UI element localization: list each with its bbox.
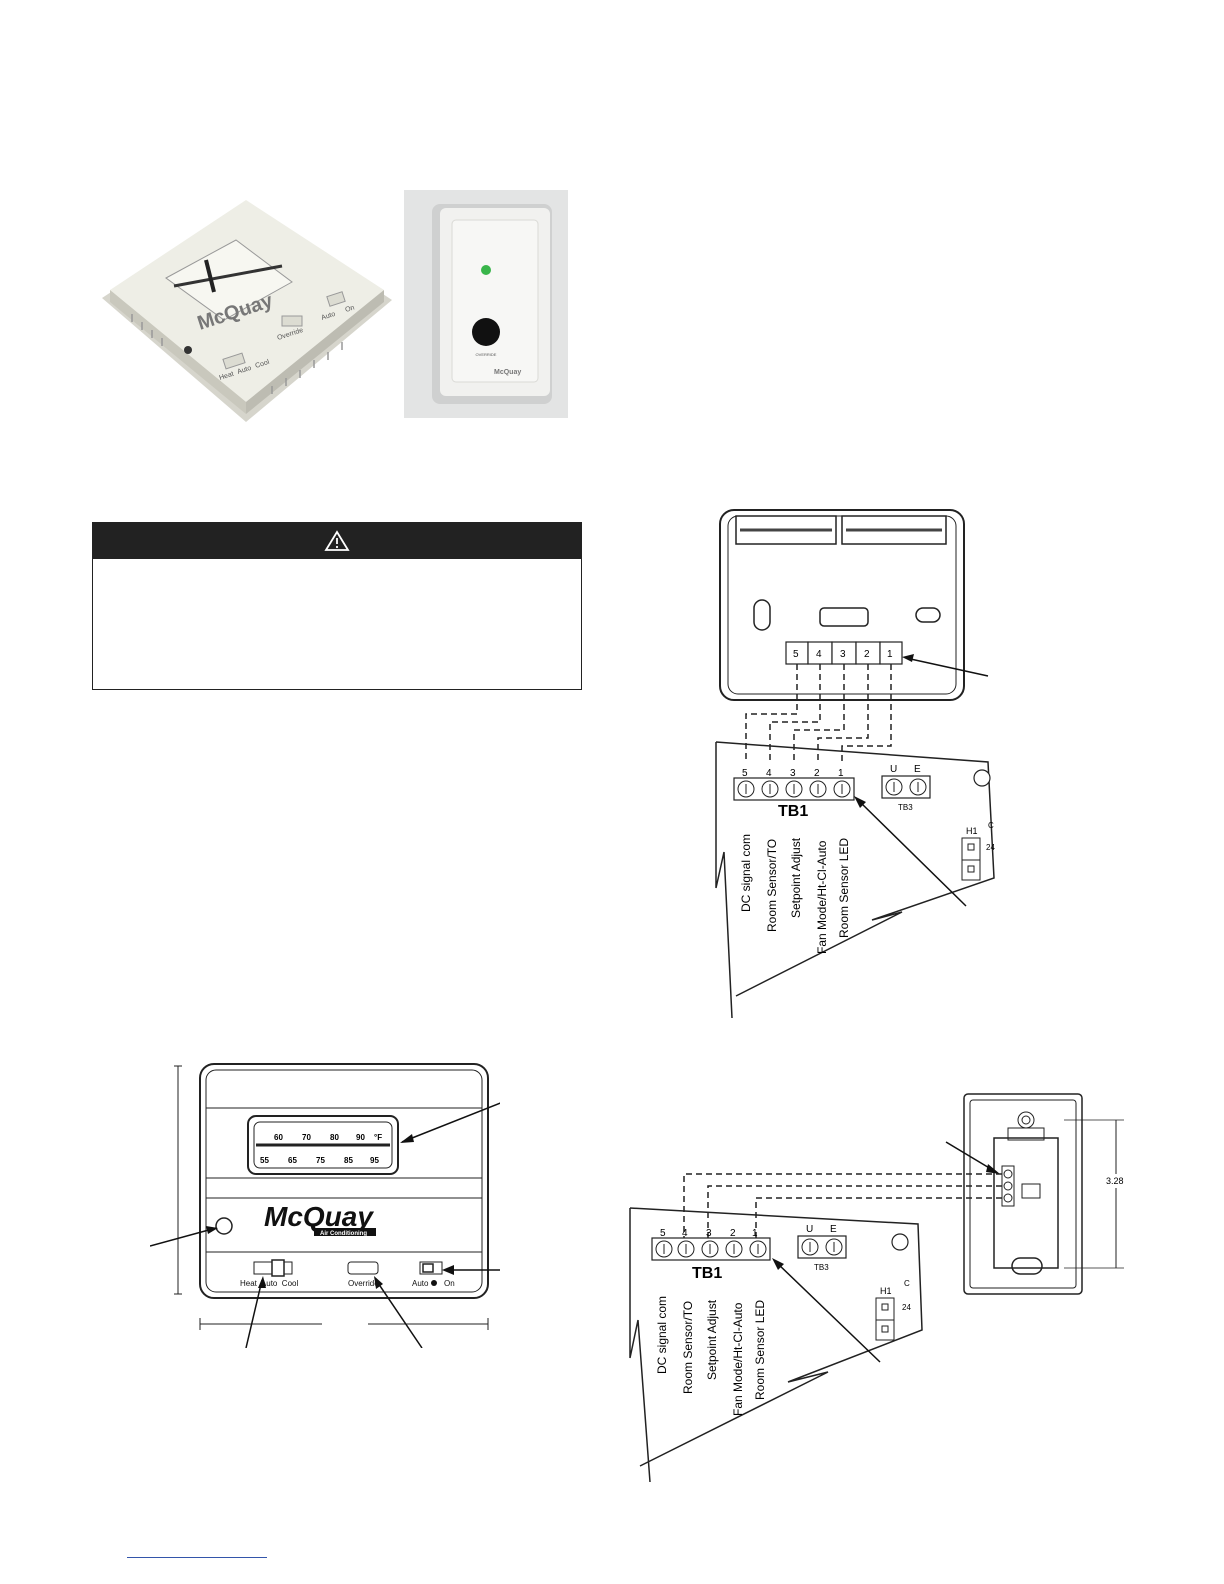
board-num-1: 1 [838, 768, 844, 779]
tb3-label: TB3 [898, 803, 913, 812]
wiring-diagram-sensor: 3.28 5 4 3 2 1 TB1 U E TB3 H1 C 24 DC si… [629, 1093, 1134, 1482]
sensor-brand-mark: McQuay [494, 369, 521, 376]
wall-sensor-photo: OVERRIDE McQuay [404, 190, 568, 418]
photo-fan-on-label: On [344, 304, 355, 314]
h1-pin-24: 24 [986, 843, 995, 852]
plate-terminal-5: 5 [793, 649, 799, 660]
scale-top-60: 60 [274, 1133, 283, 1142]
sensor-override-button [472, 318, 500, 346]
scale-bottom-65: 65 [288, 1156, 297, 1165]
photo-cool-label: Cool [254, 359, 270, 370]
thermostat-front-diagram: 60 70 80 90 °F 55 65 75 85 95 McQuay Air… [150, 1063, 500, 1348]
sensor-led-icon [481, 265, 491, 275]
fn2-room-sensor-to: Room Sensor/TO [681, 1301, 695, 1394]
warning-header [93, 523, 581, 559]
tb3-e-2: E [830, 1224, 837, 1235]
front-led-icon [215, 1217, 233, 1235]
tb3-u: U [890, 764, 897, 775]
board-num-2: 2 [814, 768, 820, 779]
fn-room-sensor-to: Room Sensor/TO [765, 839, 779, 932]
fn-fan-mode: Fan Mode/Ht-Cl-Auto [815, 840, 829, 954]
board-num-5: 5 [742, 768, 748, 779]
scale-bottom-55: 55 [260, 1156, 269, 1165]
fn2-dc-signal-com: DC signal com [655, 1296, 669, 1374]
scale-top-unit: °F [374, 1133, 382, 1142]
scale-bottom-95: 95 [370, 1156, 379, 1165]
scale-top-70: 70 [302, 1133, 311, 1142]
thermostat-photo: McQuay Override Heat Auto Cool Auto On [96, 190, 394, 426]
fn-setpoint-adjust: Setpoint Adjust [789, 837, 803, 918]
h1-pin-24-2: 24 [902, 1303, 911, 1312]
front-switch-mode-label: Heat Auto Cool [240, 1279, 298, 1288]
warning-triangle-icon [324, 530, 350, 551]
plate-terminal-3: 3 [840, 649, 846, 660]
fn2-setpoint-adjust: Setpoint Adjust [705, 1299, 719, 1380]
h1-pin-c-2: C [904, 1279, 910, 1288]
photo-heat-label: Heat [218, 371, 234, 382]
h1-label-2: H1 [880, 1286, 892, 1296]
tb3-u-2: U [806, 1224, 813, 1235]
board-num-3: 3 [790, 768, 796, 779]
front-switch-override-label: Override [348, 1279, 379, 1288]
sensor-override-label: OVERRIDE [476, 352, 497, 357]
board2-num-3: 3 [706, 1228, 712, 1239]
scale-bottom-75: 75 [316, 1156, 325, 1165]
front-brand-logo: McQuay [264, 1201, 374, 1232]
plate-terminal-2: 2 [864, 649, 870, 660]
fan-icon [431, 1280, 437, 1286]
board2-num-4: 4 [682, 1228, 688, 1239]
warning-box [92, 522, 582, 690]
plate-terminal-4: 4 [816, 649, 822, 660]
board-num-4: 4 [766, 768, 772, 779]
wiring-diagram-thermostat: 5 4 3 2 1 5 4 3 2 1 TB1 U E TB3 H1 C 24 [715, 509, 995, 1019]
fn2-room-sensor-led: Room Sensor LED [753, 1300, 767, 1400]
tb3-e: E [914, 764, 921, 775]
front-switch-fan-auto-label: Auto [412, 1279, 429, 1288]
scale-bottom-85: 85 [344, 1156, 353, 1165]
photo-fan-auto-label: Auto [320, 311, 336, 322]
dimension-value: 3.28 [1106, 1176, 1124, 1186]
fn2-fan-mode: Fan Mode/Ht-Cl-Auto [731, 1302, 745, 1416]
tb1-label-2: TB1 [692, 1265, 722, 1282]
front-switch-fan-on-label: On [444, 1279, 455, 1288]
scale-top-90: 90 [356, 1133, 365, 1142]
front-brand-sub: Air Conditioning [320, 1231, 367, 1237]
tb1-label: TB1 [778, 803, 808, 820]
h1-pin-c: C [988, 821, 994, 830]
plate-terminal-1: 1 [887, 649, 893, 660]
fn-room-sensor-led: Room Sensor LED [837, 838, 851, 938]
board2-num-5: 5 [660, 1228, 666, 1239]
board2-num-1: 1 [752, 1228, 758, 1239]
h1-label: H1 [966, 826, 978, 836]
board2-num-2: 2 [730, 1228, 736, 1239]
footer-link-underline [127, 1557, 267, 1558]
fn-dc-signal-com: DC signal com [739, 834, 753, 912]
photo-auto-label: Auto [236, 365, 252, 376]
scale-top-80: 80 [330, 1133, 339, 1142]
tb3-label-2: TB3 [814, 1263, 829, 1272]
